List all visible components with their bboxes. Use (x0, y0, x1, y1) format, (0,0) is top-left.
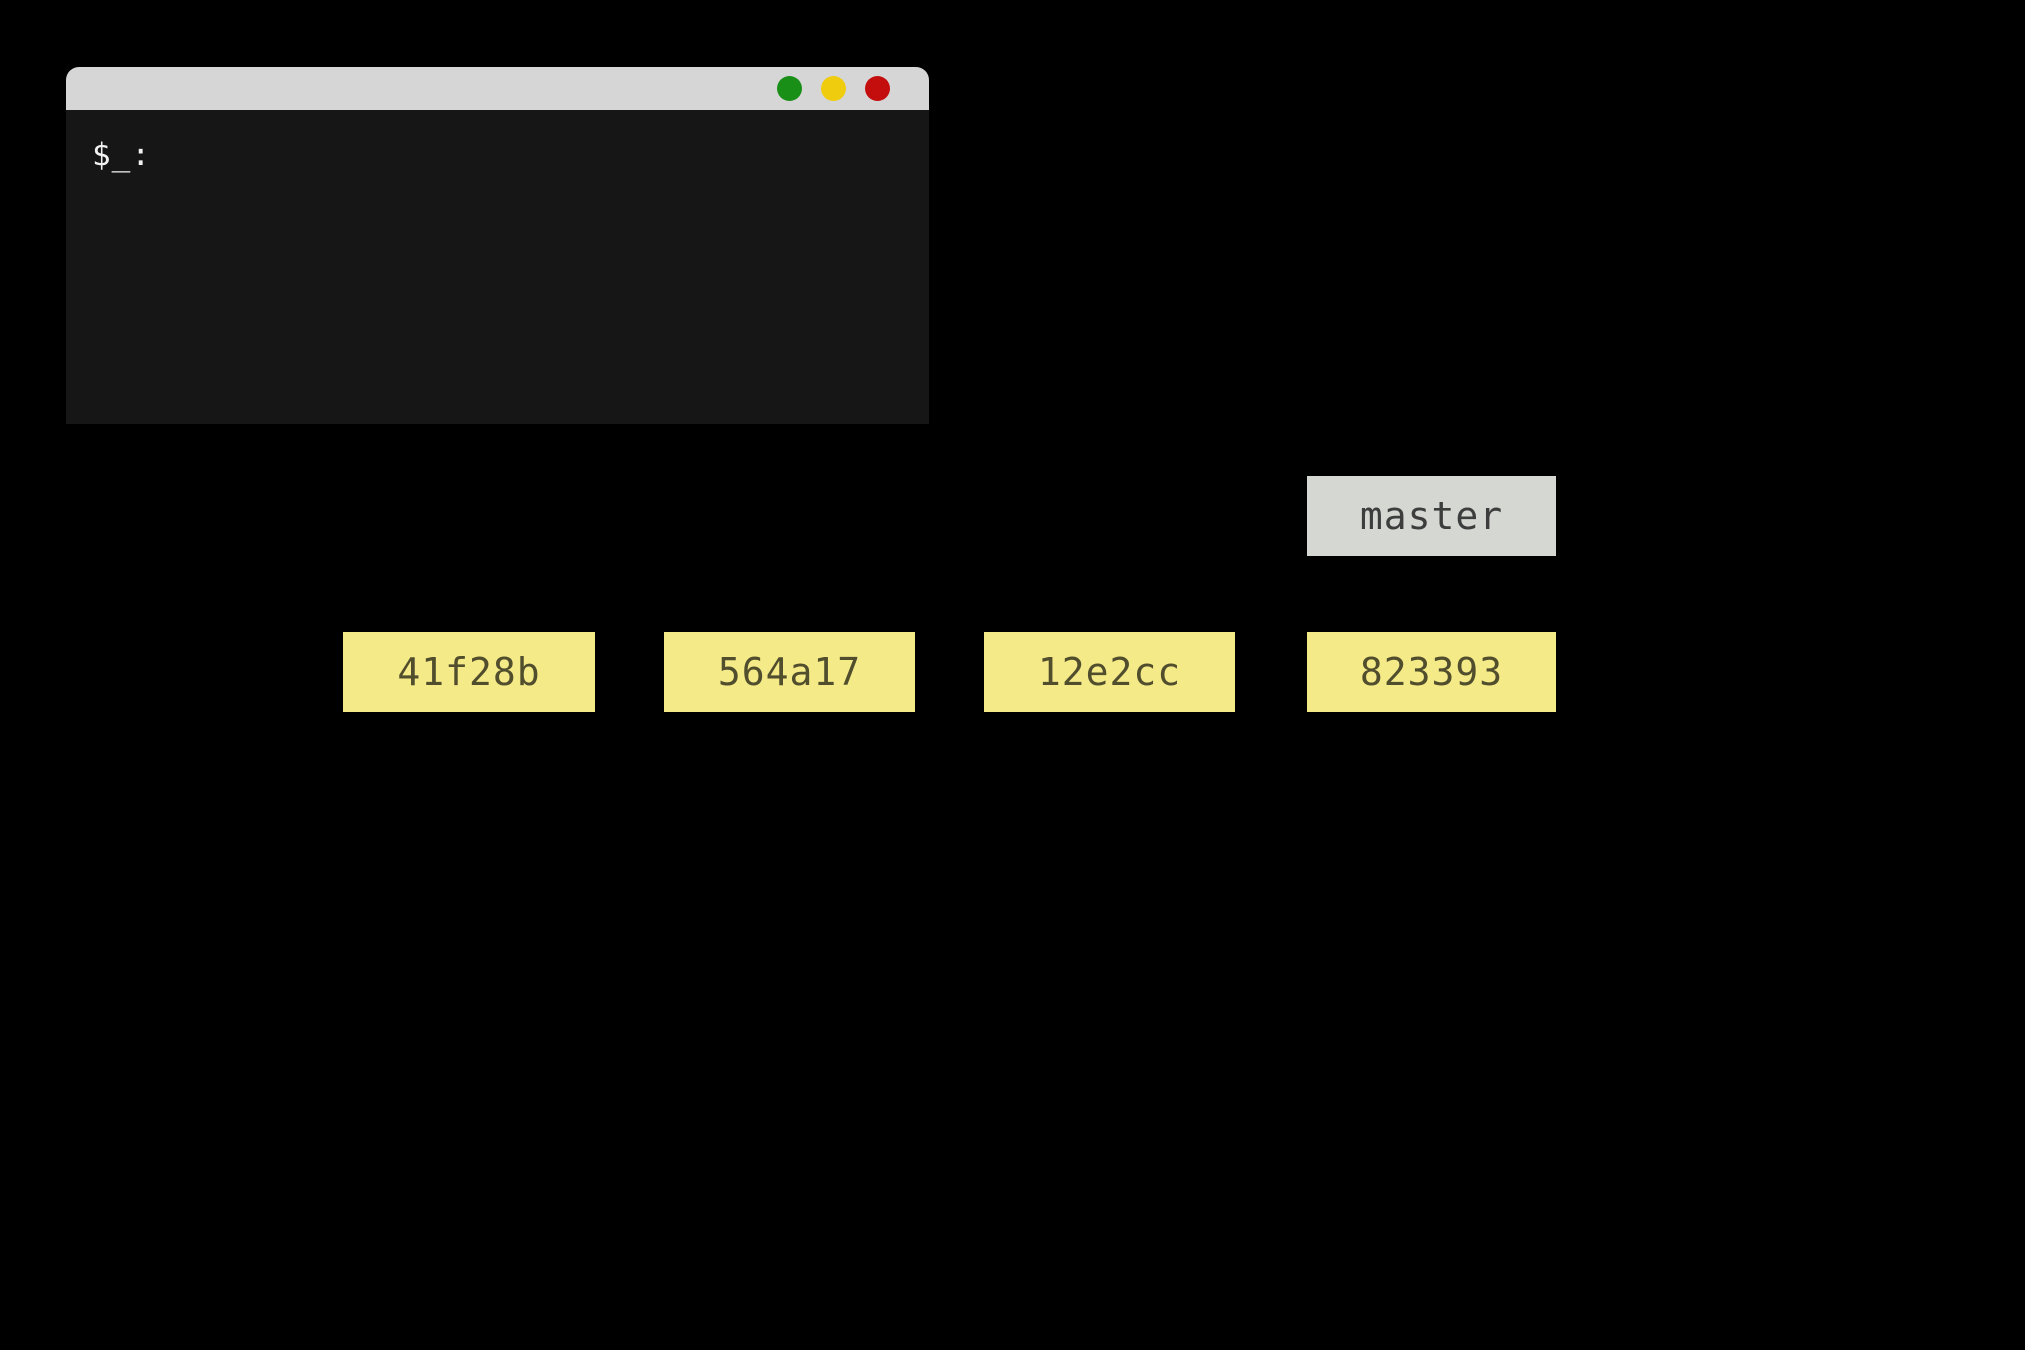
window-controls (777, 67, 890, 110)
commit-node-41f28b[interactable]: 41f28b (343, 632, 595, 712)
terminal-window[interactable]: $_: (66, 67, 929, 424)
terminal-prompt: $_: (92, 137, 151, 173)
commit-node-564a17[interactable]: 564a17 (664, 632, 915, 712)
commit-node-823393[interactable]: 823393 (1307, 632, 1556, 712)
terminal-body[interactable]: $_: (66, 110, 929, 424)
branch-label-master[interactable]: master (1307, 476, 1556, 556)
close-dot[interactable] (865, 76, 890, 101)
terminal-titlebar[interactable] (66, 67, 929, 110)
minimize-dot[interactable] (777, 76, 802, 101)
maximize-dot[interactable] (821, 76, 846, 101)
commit-node-12e2cc[interactable]: 12e2cc (984, 632, 1235, 712)
